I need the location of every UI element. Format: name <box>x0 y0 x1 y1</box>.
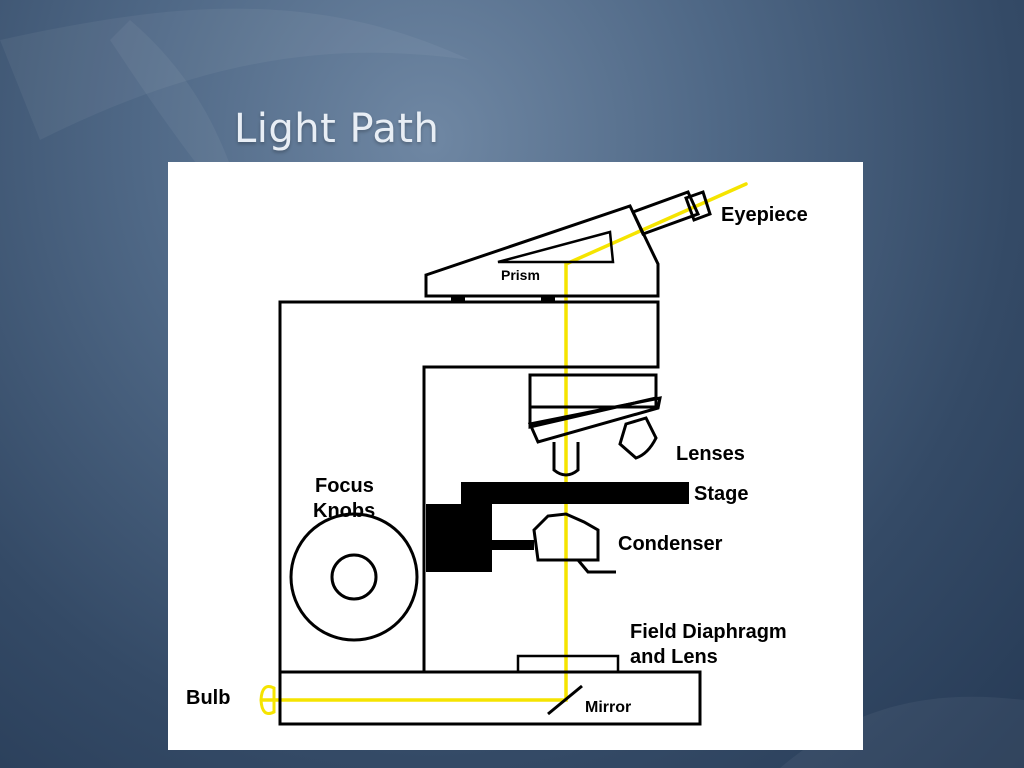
microscope-light-path-figure: Prism Eyepiece Lenses Stage <box>168 162 863 750</box>
eyepiece-label: Eyepiece <box>721 204 808 226</box>
stage-label: Stage <box>694 483 748 505</box>
objective-turret <box>527 373 662 477</box>
bulb <box>259 685 276 715</box>
condenser-label: Condenser <box>618 533 723 555</box>
focus-knobs-label-line1: Focus <box>315 475 374 497</box>
condenser <box>532 512 616 574</box>
microscope-head <box>424 204 660 298</box>
prism-shape <box>497 230 615 264</box>
focus-knobs-label-line2: Knobs <box>313 500 375 522</box>
focus-knob <box>289 512 419 642</box>
slide-title: Light Path <box>234 106 440 152</box>
microscope-base <box>278 670 702 726</box>
microscope-arm <box>278 300 660 672</box>
stage <box>461 482 689 504</box>
mirror-label: Mirror <box>585 699 631 716</box>
field-diaphragm-label-line2: and Lens <box>630 646 718 668</box>
lenses-label: Lenses <box>676 443 745 465</box>
field-diaphragm-label-line1: Field Diaphragm <box>630 621 787 643</box>
mirror <box>547 684 583 716</box>
field-diaphragm <box>516 654 620 674</box>
microscope-diagram: Prism Eyepiece Lenses Stage <box>186 182 808 726</box>
prism-label: Prism <box>501 267 540 283</box>
bulb-label: Bulb <box>186 687 230 709</box>
focus-mount <box>426 504 534 572</box>
eyepiece-tube <box>630 190 712 236</box>
